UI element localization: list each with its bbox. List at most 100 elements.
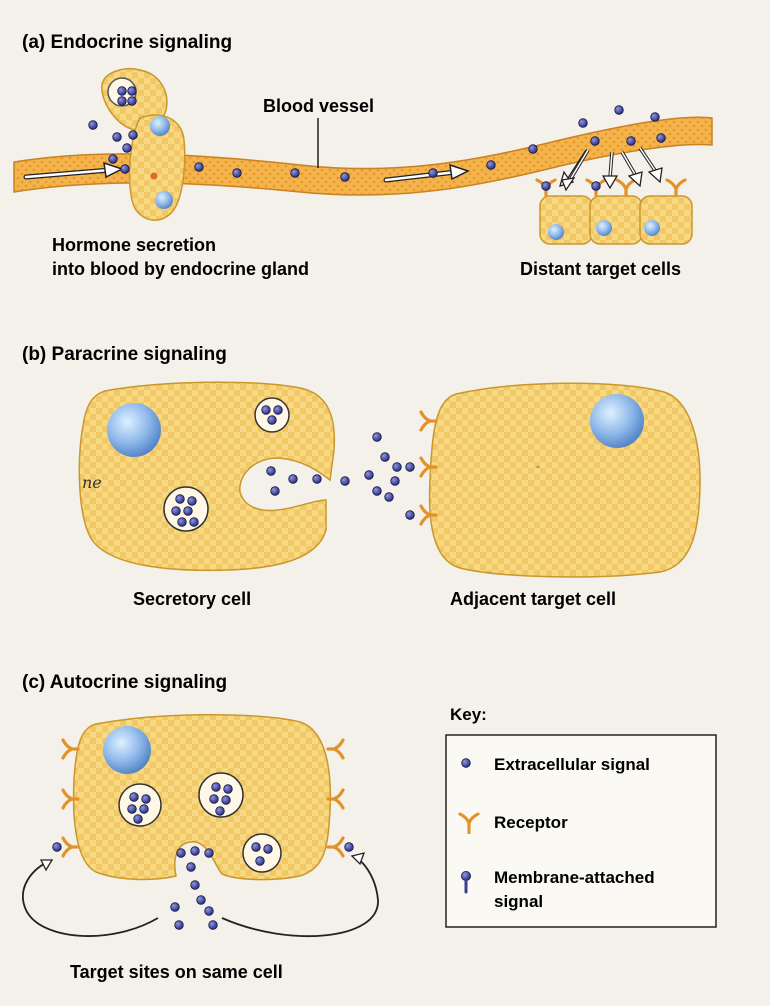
bound-signal	[591, 181, 601, 191]
membrane-attached-signal-icon	[460, 871, 471, 894]
signal-molecule	[209, 794, 219, 804]
receptor	[326, 738, 345, 760]
signal-molecule	[251, 842, 261, 852]
signal-molecule	[372, 486, 382, 496]
signal-molecule	[266, 466, 276, 476]
signal-molecule	[127, 96, 137, 106]
secretory-vesicle	[198, 772, 244, 818]
signal-molecule	[112, 132, 122, 142]
distant-target-label: Distant target cells	[520, 259, 681, 279]
secretory-vesicle	[163, 486, 209, 532]
signal-molecule	[204, 848, 214, 858]
bound-signal	[405, 462, 415, 472]
signal-molecule	[117, 96, 127, 106]
signal-molecule	[626, 136, 636, 146]
target-sites-label: Target sites on same cell	[70, 962, 283, 982]
gland-label-line2: into blood by endocrine gland	[52, 259, 309, 279]
return-arrow-right	[221, 852, 379, 938]
signal-molecule	[189, 517, 199, 527]
signal-molecule	[428, 168, 438, 178]
endocrine-gland	[101, 68, 186, 221]
signal-molecule	[288, 474, 298, 484]
signal-molecule	[208, 920, 218, 930]
return-arrow-left	[22, 859, 159, 937]
nucleus	[590, 394, 644, 448]
receptor	[419, 410, 438, 432]
nucleus	[596, 220, 612, 236]
signal-molecule	[175, 494, 185, 504]
signal-molecule	[190, 880, 200, 890]
receptor	[326, 836, 345, 858]
signal-molecule	[590, 136, 600, 146]
distant-target-cells	[535, 178, 693, 245]
delivery-arrows	[559, 147, 663, 192]
panel-b-title: (b) Paracrine signaling	[22, 344, 227, 365]
signal-molecule	[128, 130, 138, 140]
signal-molecule	[127, 804, 137, 814]
signal-molecule	[170, 902, 180, 912]
panel-a: (a) Endocrine signaling	[13, 32, 713, 279]
nucleus	[103, 726, 151, 774]
secretory-vesicle	[242, 833, 282, 873]
nucleus	[150, 116, 170, 136]
signal-molecule	[190, 846, 200, 856]
secretory-cell-label: Secretory cell	[133, 589, 251, 609]
blood-vessel	[13, 116, 713, 196]
signal-molecule	[340, 172, 350, 182]
signal-molecule	[194, 162, 204, 172]
signal-molecule	[88, 120, 98, 130]
panel-b: (b) Paracrine signaling	[22, 344, 701, 609]
signal-molecule	[263, 844, 273, 854]
signal-molecule	[223, 784, 233, 794]
blood-vessel-label: Blood vessel	[263, 96, 374, 116]
signal-molecule	[176, 848, 186, 858]
receptor	[61, 836, 80, 858]
nucleus	[548, 224, 564, 240]
signal-molecule	[614, 105, 624, 115]
signal-molecule	[183, 506, 193, 516]
receptor	[665, 178, 687, 197]
signal-molecule	[656, 133, 666, 143]
key-label-extracellular: Extracellular signal	[494, 755, 650, 774]
secretion-site	[150, 172, 158, 180]
key-label-membrane-line2: signal	[494, 892, 543, 911]
signal-molecule	[392, 462, 402, 472]
signal-molecule	[108, 154, 118, 164]
signal-molecule	[196, 895, 206, 905]
signal-molecule	[312, 474, 322, 484]
panel-a-title: (a) Endocrine signaling	[22, 32, 232, 53]
signal-molecule	[127, 86, 137, 96]
signal-molecule	[221, 795, 231, 805]
nucleus	[644, 220, 660, 236]
signal-molecule	[273, 405, 283, 415]
signal-molecule	[141, 794, 151, 804]
signal-molecule	[578, 118, 588, 128]
signal-molecule	[117, 86, 127, 96]
signal-molecule	[120, 164, 130, 174]
bound-signal	[52, 842, 62, 852]
signal-molecule	[364, 470, 374, 480]
signal-molecule	[267, 415, 277, 425]
signal-molecule	[372, 432, 382, 442]
autocrine-signals	[170, 846, 218, 930]
key-legend: Key: Extracellular signal Receptor Membr…	[445, 705, 717, 928]
panel-c-title: (c) Autocrine signaling	[22, 672, 227, 693]
blood-flow-arrow-left	[23, 161, 124, 180]
signal-molecule	[486, 160, 496, 170]
key-label-receptor: Receptor	[494, 813, 568, 832]
signal-molecule	[122, 143, 132, 153]
margin-scribble: ne	[82, 473, 102, 492]
signal-molecule	[187, 496, 197, 506]
nucleus	[155, 191, 173, 209]
signal-molecule	[139, 804, 149, 814]
signal-molecule	[528, 144, 538, 154]
receptor	[615, 178, 637, 197]
secretory-vesicle	[254, 397, 290, 433]
signal-molecule	[177, 517, 187, 527]
signal-molecule	[215, 806, 225, 816]
signal-molecule	[384, 492, 394, 502]
extracellular-signal-icon	[461, 758, 471, 768]
signal-molecule	[380, 452, 390, 462]
signal-molecule	[390, 476, 400, 486]
